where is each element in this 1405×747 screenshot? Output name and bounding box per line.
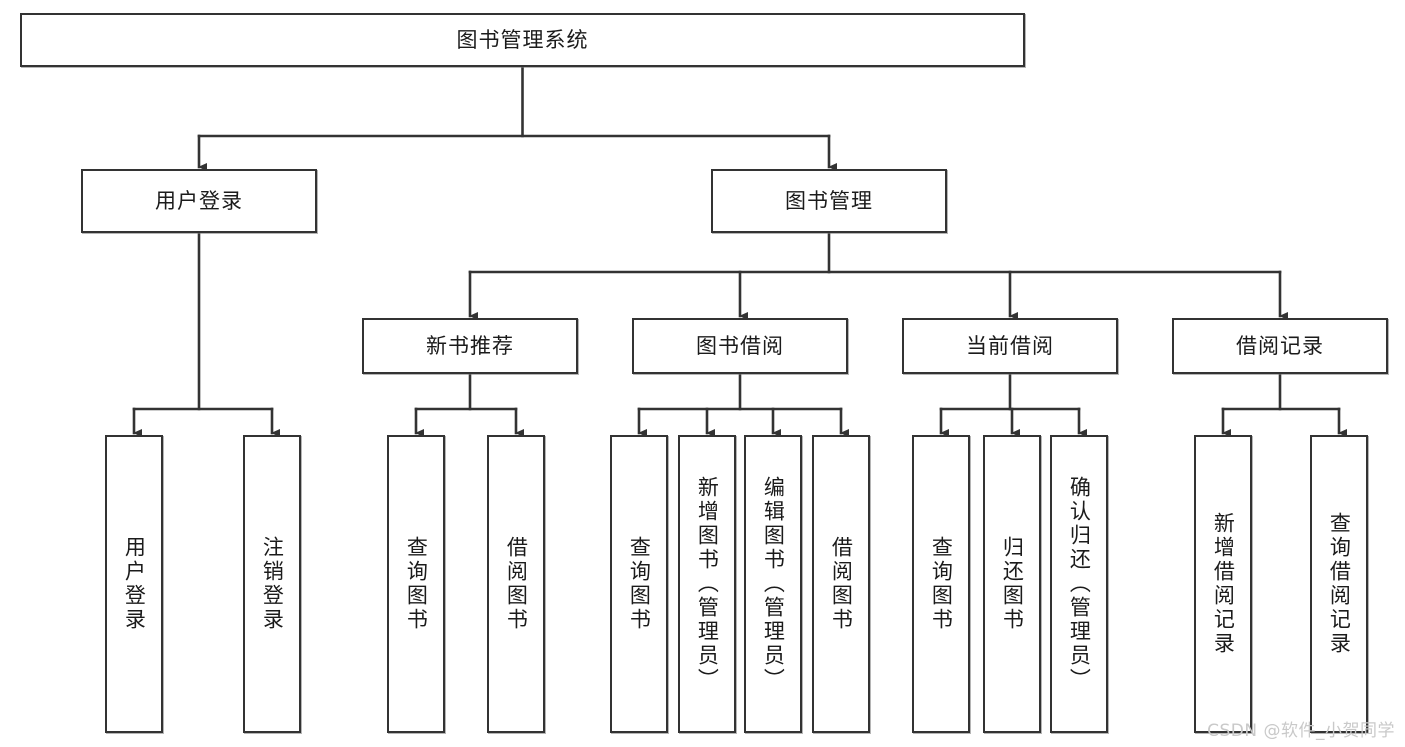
- node-label: 编辑图书（管理员）: [761, 476, 786, 692]
- node-label: 图书管理: [785, 188, 873, 213]
- node-label: 查询图书: [627, 536, 652, 632]
- node-leaf-logout[interactable]: 注销登录: [243, 435, 301, 733]
- node-label: 查询图书: [404, 536, 429, 632]
- csdn-watermark: CSDN @软件_小贺同学: [1207, 721, 1395, 741]
- node-label: 归还图书: [1000, 536, 1025, 632]
- node-leaf-query-record[interactable]: 查询借阅记录: [1310, 435, 1368, 733]
- node-user-login[interactable]: 用户登录: [81, 169, 317, 233]
- node-leaf-user-login[interactable]: 用户登录: [105, 435, 163, 733]
- connector-lines: [132, 65, 1347, 437]
- node-leaf-q-book-c[interactable]: 查询图书: [912, 435, 970, 733]
- node-leaf-edit-book[interactable]: 编辑图书（管理员）: [744, 435, 802, 733]
- node-root[interactable]: 图书管理系统: [20, 13, 1025, 67]
- node-label: 新增借阅记录: [1211, 512, 1236, 656]
- node-label: 借阅记录: [1236, 333, 1324, 358]
- node-borrow-record[interactable]: 借阅记录: [1172, 318, 1388, 374]
- node-leaf-add-book[interactable]: 新增图书（管理员）: [678, 435, 736, 733]
- node-label: 借阅图书: [504, 536, 529, 632]
- node-label: 图书借阅: [696, 333, 784, 358]
- node-leaf-return-book[interactable]: 归还图书: [983, 435, 1041, 733]
- node-label: 图书管理系统: [456, 27, 589, 52]
- node-leaf-q-book-b[interactable]: 查询图书: [610, 435, 668, 733]
- node-label: 确认归还（管理员）: [1067, 476, 1092, 692]
- node-label: 新增图书（管理员）: [695, 476, 720, 692]
- node-leaf-borrow-book-a[interactable]: 借阅图书: [487, 435, 545, 733]
- node-book-mgmt[interactable]: 图书管理: [711, 169, 947, 233]
- node-label: 注销登录: [260, 536, 285, 632]
- node-leaf-borrow-book-b[interactable]: 借阅图书: [812, 435, 870, 733]
- node-leaf-confirm-return[interactable]: 确认归还（管理员）: [1050, 435, 1108, 733]
- node-leaf-add-record[interactable]: 新增借阅记录: [1194, 435, 1252, 733]
- node-book-borrow[interactable]: 图书借阅: [632, 318, 848, 374]
- node-label: 新书推荐: [426, 333, 514, 358]
- node-label: 用户登录: [155, 188, 243, 213]
- node-label: 用户登录: [122, 536, 147, 632]
- node-label: 查询借阅记录: [1327, 512, 1352, 656]
- node-label: 查询图书: [929, 536, 954, 632]
- node-new-book-rec[interactable]: 新书推荐: [362, 318, 578, 374]
- node-label: 当前借阅: [966, 333, 1054, 358]
- node-current-borrow[interactable]: 当前借阅: [902, 318, 1118, 374]
- node-label: 借阅图书: [829, 536, 854, 632]
- node-leaf-q-book-a[interactable]: 查询图书: [387, 435, 445, 733]
